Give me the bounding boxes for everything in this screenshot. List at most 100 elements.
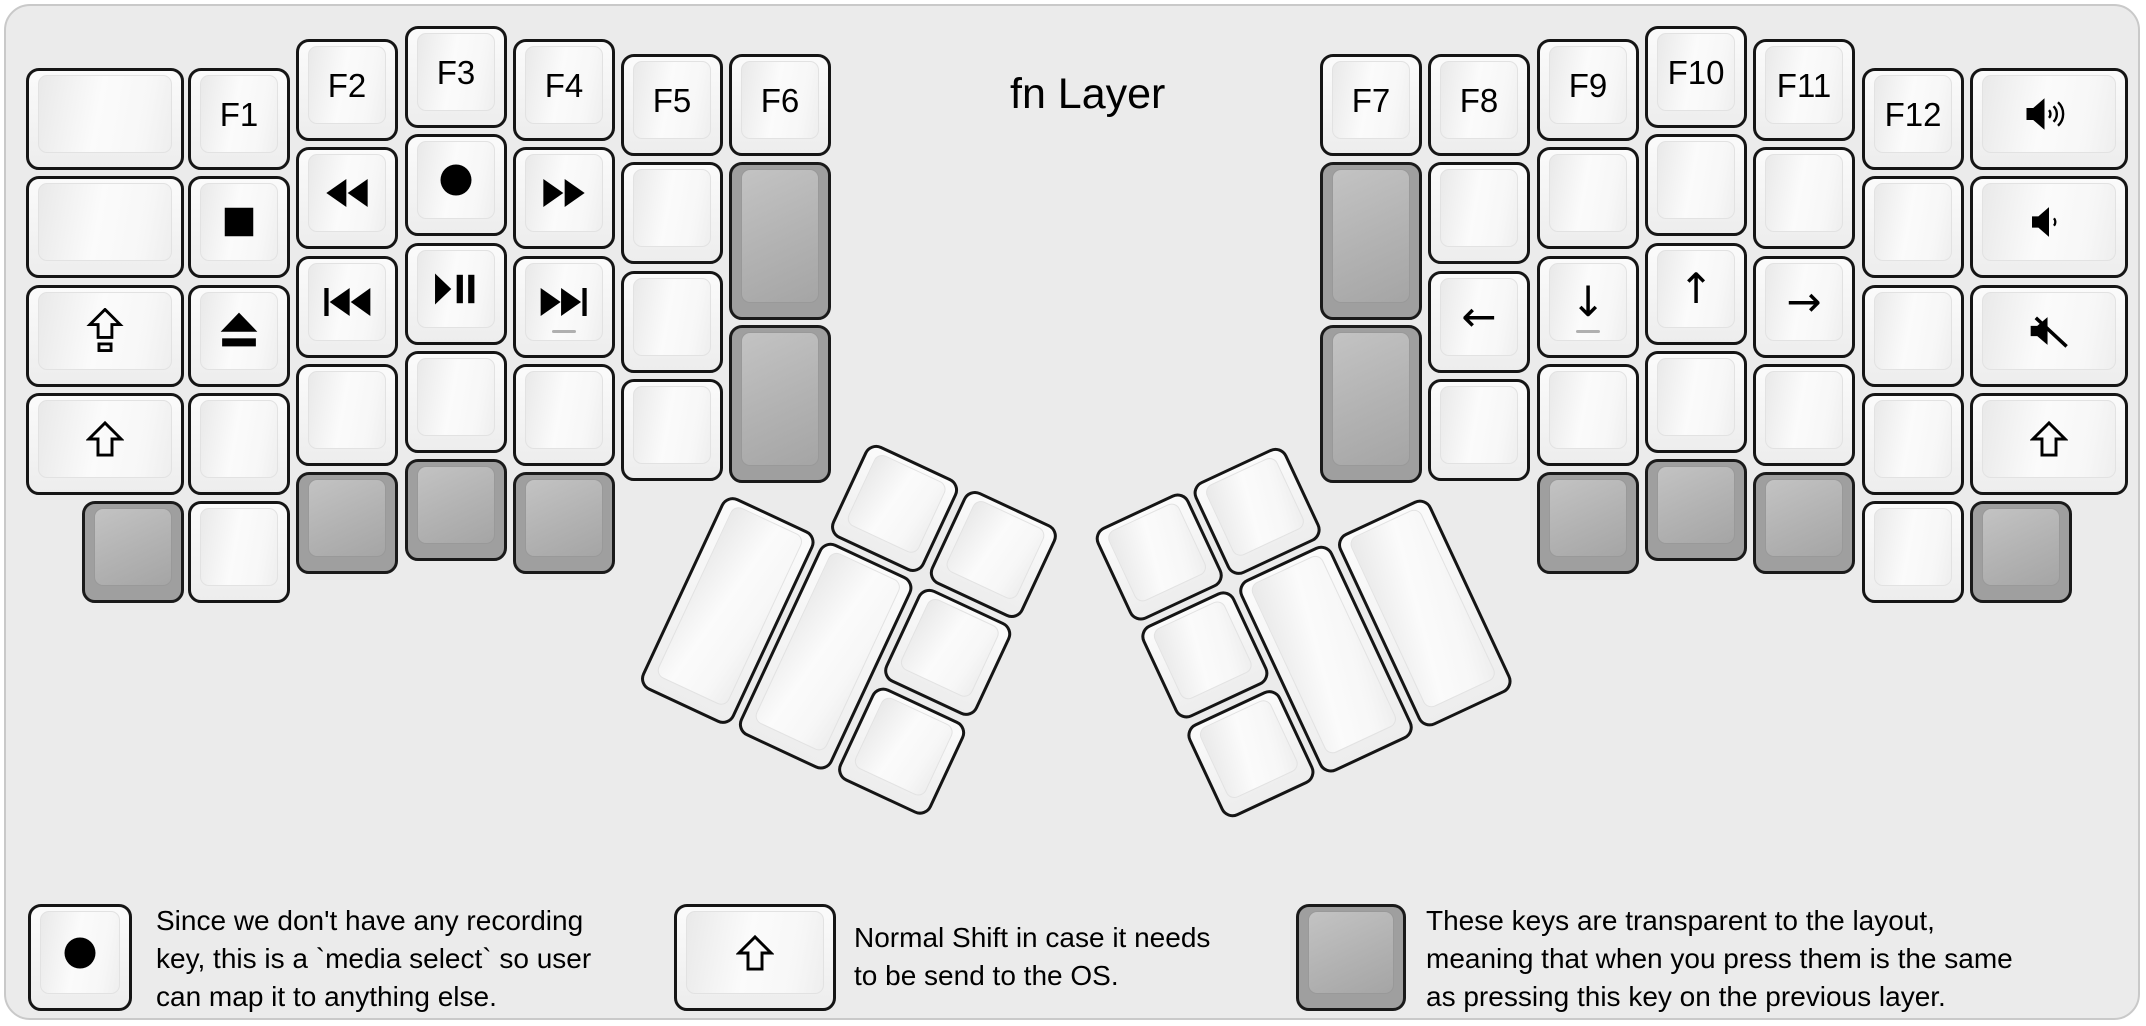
- keycap-surface: [525, 154, 603, 232]
- key-shift[interactable]: [26, 393, 184, 495]
- key-stop[interactable]: [188, 176, 290, 278]
- key-f11[interactable]: F11: [1753, 39, 1855, 141]
- key-f10[interactable]: F10: [1645, 26, 1747, 128]
- keycap-surface: [1982, 292, 2116, 370]
- key-caps-lock[interactable]: [26, 285, 184, 387]
- key-fast-forward[interactable]: [513, 147, 615, 249]
- key-transparent[interactable]: [296, 472, 398, 574]
- key-transparent[interactable]: [1645, 459, 1747, 561]
- key-label: F2: [327, 66, 367, 104]
- key-shift[interactable]: [1970, 393, 2128, 495]
- record-icon: [440, 164, 472, 196]
- keycap-surface: [633, 278, 711, 356]
- keycap-surface: F3: [417, 33, 495, 111]
- keycap-surface: [633, 386, 711, 464]
- legend-text-line: to be send to the OS.: [854, 960, 1119, 991]
- key-blank[interactable]: [1645, 134, 1747, 236]
- keycap-surface: [94, 508, 172, 586]
- legend-text-line: as pressing this key on the previous lay…: [1426, 981, 1946, 1012]
- keycap-surface: [1105, 500, 1209, 605]
- key-transparent[interactable]: [1537, 472, 1639, 574]
- key-blank[interactable]: [1753, 364, 1855, 466]
- key-blank[interactable]: [513, 364, 615, 466]
- key-blank[interactable]: [26, 176, 184, 278]
- key-blank[interactable]: [26, 68, 184, 170]
- key-transparent[interactable]: [1320, 325, 1422, 483]
- key-blank[interactable]: [621, 271, 723, 373]
- key-blank[interactable]: [1537, 364, 1639, 466]
- key-volume-up[interactable]: [1970, 68, 2128, 170]
- homing-dash: [1576, 330, 1600, 333]
- key-transparent[interactable]: [82, 501, 184, 603]
- key-arrow-up[interactable]: ↑: [1645, 243, 1747, 345]
- keycap-surface: [417, 466, 495, 544]
- keycap-surface: →: [1765, 263, 1843, 341]
- legend-key-shift: [674, 904, 836, 1011]
- key-blank[interactable]: [1753, 147, 1855, 249]
- keycap-surface: F11: [1765, 46, 1843, 124]
- key-eject[interactable]: [188, 285, 290, 387]
- key-label: F4: [544, 66, 584, 104]
- key-blank[interactable]: [405, 351, 507, 453]
- key-record[interactable]: [405, 134, 507, 236]
- keycap-surface: [1765, 371, 1843, 449]
- key-f9[interactable]: F9: [1537, 39, 1639, 141]
- key-f7[interactable]: F7: [1320, 54, 1422, 156]
- key-transparent[interactable]: [513, 472, 615, 574]
- key-prev-track[interactable]: [296, 256, 398, 358]
- key-blank[interactable]: [188, 501, 290, 603]
- key-volume-down[interactable]: [1970, 176, 2128, 278]
- legend-text-line: meaning that when you press them is the …: [1426, 943, 2013, 974]
- keycap-surface: [200, 508, 278, 586]
- key-f5[interactable]: F5: [621, 54, 723, 156]
- key-f12[interactable]: F12: [1862, 68, 1964, 170]
- key-transparent[interactable]: [729, 162, 831, 320]
- keycap-surface: [1196, 697, 1301, 801]
- key-blank[interactable]: [621, 379, 723, 481]
- key-next-track[interactable]: [513, 256, 615, 358]
- key-blank[interactable]: [1428, 162, 1530, 264]
- key-blank[interactable]: [1428, 379, 1530, 481]
- key-blank[interactable]: [1645, 351, 1747, 453]
- keycap-surface: [308, 371, 386, 449]
- key-play-pause[interactable]: [405, 243, 507, 345]
- keycap-surface: [38, 292, 172, 370]
- key-transparent[interactable]: [1320, 162, 1422, 320]
- legend-key-transparent: [1296, 904, 1406, 1011]
- key-blank[interactable]: [1862, 501, 1964, 603]
- key-transparent[interactable]: [405, 459, 507, 561]
- key-mute[interactable]: [1970, 285, 2128, 387]
- key-blank[interactable]: [188, 393, 290, 495]
- key-arrow-down[interactable]: ↓: [1537, 256, 1639, 358]
- key-blank[interactable]: [1862, 393, 1964, 495]
- keycap-surface: F7: [1332, 61, 1410, 139]
- keycap-surface: [1440, 169, 1518, 247]
- volume-up-icon: [2026, 98, 2065, 130]
- key-blank[interactable]: [621, 162, 723, 264]
- key-f3[interactable]: F3: [405, 26, 507, 128]
- key-f2[interactable]: F2: [296, 39, 398, 141]
- key-f6[interactable]: F6: [729, 54, 831, 156]
- keycap-surface: [1765, 479, 1843, 557]
- key-rewind[interactable]: [296, 147, 398, 249]
- keycap-surface: [525, 479, 603, 557]
- key-label: F6: [760, 81, 800, 119]
- keycap-surface: [200, 183, 278, 261]
- key-arrow-right[interactable]: →: [1753, 256, 1855, 358]
- key-f8[interactable]: F8: [1428, 54, 1530, 156]
- keycap-surface: [38, 75, 172, 153]
- key-blank[interactable]: [1862, 285, 1964, 387]
- key-f4[interactable]: F4: [513, 39, 615, 141]
- key-blank[interactable]: [1862, 176, 1964, 278]
- key-blank[interactable]: [1537, 147, 1639, 249]
- key-f1[interactable]: F1: [188, 68, 290, 170]
- key-arrow-left[interactable]: ←: [1428, 271, 1530, 373]
- key-label: F10: [1667, 53, 1725, 91]
- key-transparent[interactable]: [1753, 472, 1855, 574]
- key-transparent[interactable]: [1970, 501, 2072, 603]
- stop-icon: [224, 207, 254, 237]
- key-blank[interactable]: [296, 364, 398, 466]
- key-transparent[interactable]: [729, 325, 831, 483]
- volume-down-icon: [2032, 207, 2057, 237]
